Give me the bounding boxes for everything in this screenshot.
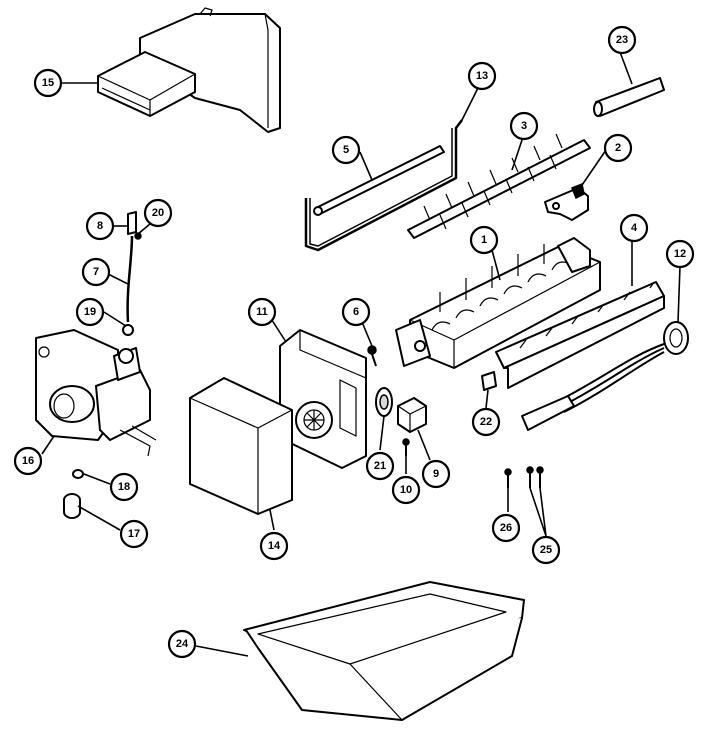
part-1-mold bbox=[395, 237, 601, 369]
callout-label: 13 bbox=[476, 70, 488, 82]
part-2-lever bbox=[544, 182, 589, 221]
callout-18: 18 bbox=[109, 472, 139, 502]
part-6-screw bbox=[367, 345, 377, 367]
callout-14: 14 bbox=[259, 531, 289, 561]
callout-8: 8 bbox=[85, 211, 115, 241]
callout-label: 9 bbox=[433, 468, 439, 480]
callout-10: 10 bbox=[391, 475, 421, 505]
callout-label: 1 bbox=[481, 234, 487, 246]
callout-label: 3 bbox=[521, 120, 527, 132]
callout-2: 2 bbox=[603, 133, 633, 163]
part-16-water-valve bbox=[35, 329, 157, 457]
part-26-screw bbox=[504, 468, 512, 488]
callout-label: 25 bbox=[540, 544, 552, 556]
callout-26: 26 bbox=[491, 513, 521, 543]
callout-13: 13 bbox=[467, 61, 497, 91]
callout-6: 6 bbox=[341, 297, 371, 327]
callout-label: 22 bbox=[480, 416, 492, 428]
callout-25: 25 bbox=[531, 535, 561, 565]
callout-label: 15 bbox=[42, 77, 54, 89]
callout-label: 24 bbox=[176, 638, 189, 650]
callout-label: 26 bbox=[500, 522, 512, 534]
callout-5: 5 bbox=[331, 135, 361, 165]
callout-label: 11 bbox=[256, 306, 268, 318]
callout-11: 11 bbox=[247, 297, 277, 327]
callout-17: 17 bbox=[119, 519, 149, 549]
callout-label: 7 bbox=[93, 266, 99, 278]
part-18-washer bbox=[72, 469, 84, 479]
part-3-ejector bbox=[407, 133, 591, 239]
part-14-cover bbox=[189, 377, 293, 515]
part-13-wire-bracket bbox=[304, 119, 463, 252]
part-5-shutoff-arm bbox=[313, 145, 445, 216]
callout-label: 16 bbox=[22, 455, 34, 467]
callout-label: 6 bbox=[353, 306, 359, 318]
callout-label: 2 bbox=[615, 142, 621, 154]
callout-9: 9 bbox=[421, 459, 451, 489]
part-25-screws bbox=[526, 466, 544, 488]
part-12-harness bbox=[521, 321, 689, 431]
callout-7: 7 bbox=[81, 257, 111, 287]
part-15-housing bbox=[97, 7, 281, 133]
part-8-tube-fitting bbox=[127, 211, 137, 235]
part-19-nut bbox=[122, 324, 134, 336]
callout-label: 14 bbox=[268, 540, 281, 552]
part-10-screw bbox=[402, 438, 410, 456]
callout-22: 22 bbox=[471, 407, 501, 437]
part-23-tube bbox=[593, 77, 665, 117]
callout-12: 12 bbox=[665, 239, 695, 269]
callout-label: 20 bbox=[152, 207, 164, 219]
callout-3: 3 bbox=[509, 111, 539, 141]
callout-1: 1 bbox=[469, 225, 499, 255]
callout-label: 4 bbox=[631, 222, 638, 234]
callout-label: 17 bbox=[128, 528, 140, 540]
leader-lines bbox=[41, 51, 681, 657]
callout-19: 19 bbox=[75, 297, 105, 327]
callout-4: 4 bbox=[619, 213, 649, 243]
callout-label: 23 bbox=[616, 34, 628, 46]
callout-label: 21 bbox=[374, 460, 386, 472]
callout-15: 15 bbox=[33, 68, 63, 98]
part-24-ice-bin bbox=[243, 581, 525, 721]
part-4-heater bbox=[495, 281, 665, 389]
callout-20: 20 bbox=[143, 198, 173, 228]
part-7-tube bbox=[126, 235, 134, 323]
callout-label: 5 bbox=[343, 144, 349, 156]
part-22-clip bbox=[481, 371, 497, 391]
part-21-gear bbox=[375, 387, 393, 417]
callout-24: 24 bbox=[167, 629, 197, 659]
callout-label: 12 bbox=[674, 248, 686, 260]
callout-label: 18 bbox=[118, 481, 130, 493]
callout-label: 10 bbox=[400, 484, 412, 496]
part-9-switch bbox=[397, 397, 427, 433]
callout-23: 23 bbox=[607, 25, 637, 55]
callout-16: 16 bbox=[13, 446, 43, 476]
callout-label: 8 bbox=[97, 220, 103, 232]
callout-21: 21 bbox=[365, 451, 395, 481]
callout-label: 19 bbox=[84, 306, 96, 318]
part-17-nut bbox=[63, 493, 81, 519]
